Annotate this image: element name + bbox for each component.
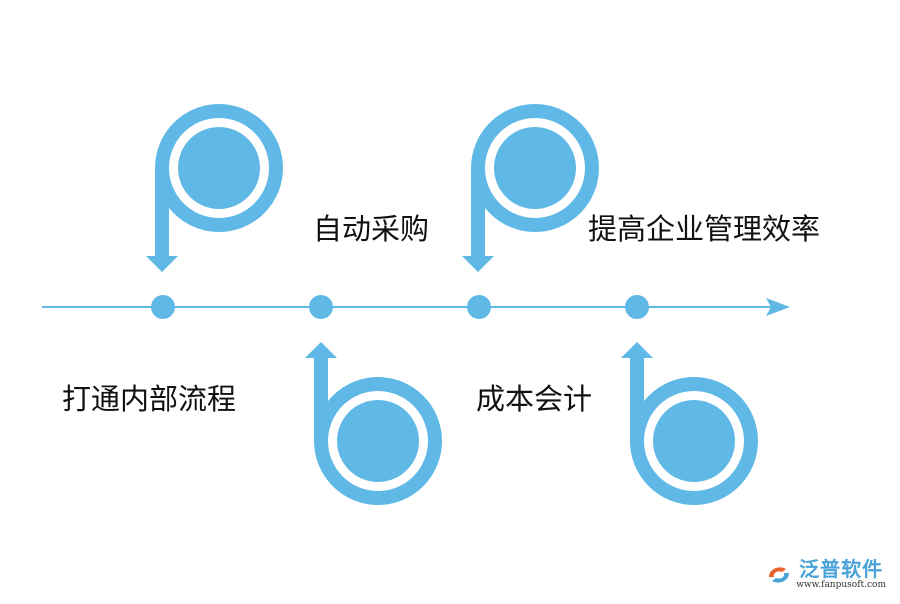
brand-watermark: 泛普软件 www.fanpusoft.com (766, 559, 886, 590)
timeline-node-3 (467, 295, 491, 319)
axis-arrowhead (766, 298, 790, 316)
b-loop-icon-2 (621, 342, 758, 505)
step-label-3: 成本会计 (476, 382, 593, 416)
timeline-node-1 (151, 295, 175, 319)
brand-url: www.fanpusoft.com (796, 580, 886, 590)
step-label-2: 自动采购 (313, 212, 430, 246)
brand-name: 泛普软件 (799, 557, 884, 581)
step-label-4: 提高企业管理效率 (588, 212, 821, 246)
p-loop-icon-1 (146, 104, 283, 272)
fanpu-logo-icon (769, 566, 790, 583)
p-loop-icon-2 (462, 104, 599, 272)
timeline-node-2 (309, 295, 333, 319)
b-loop-icon-1 (305, 342, 442, 505)
step-label-1: 打通内部流程 (62, 382, 237, 416)
timeline-node-4 (625, 295, 649, 319)
